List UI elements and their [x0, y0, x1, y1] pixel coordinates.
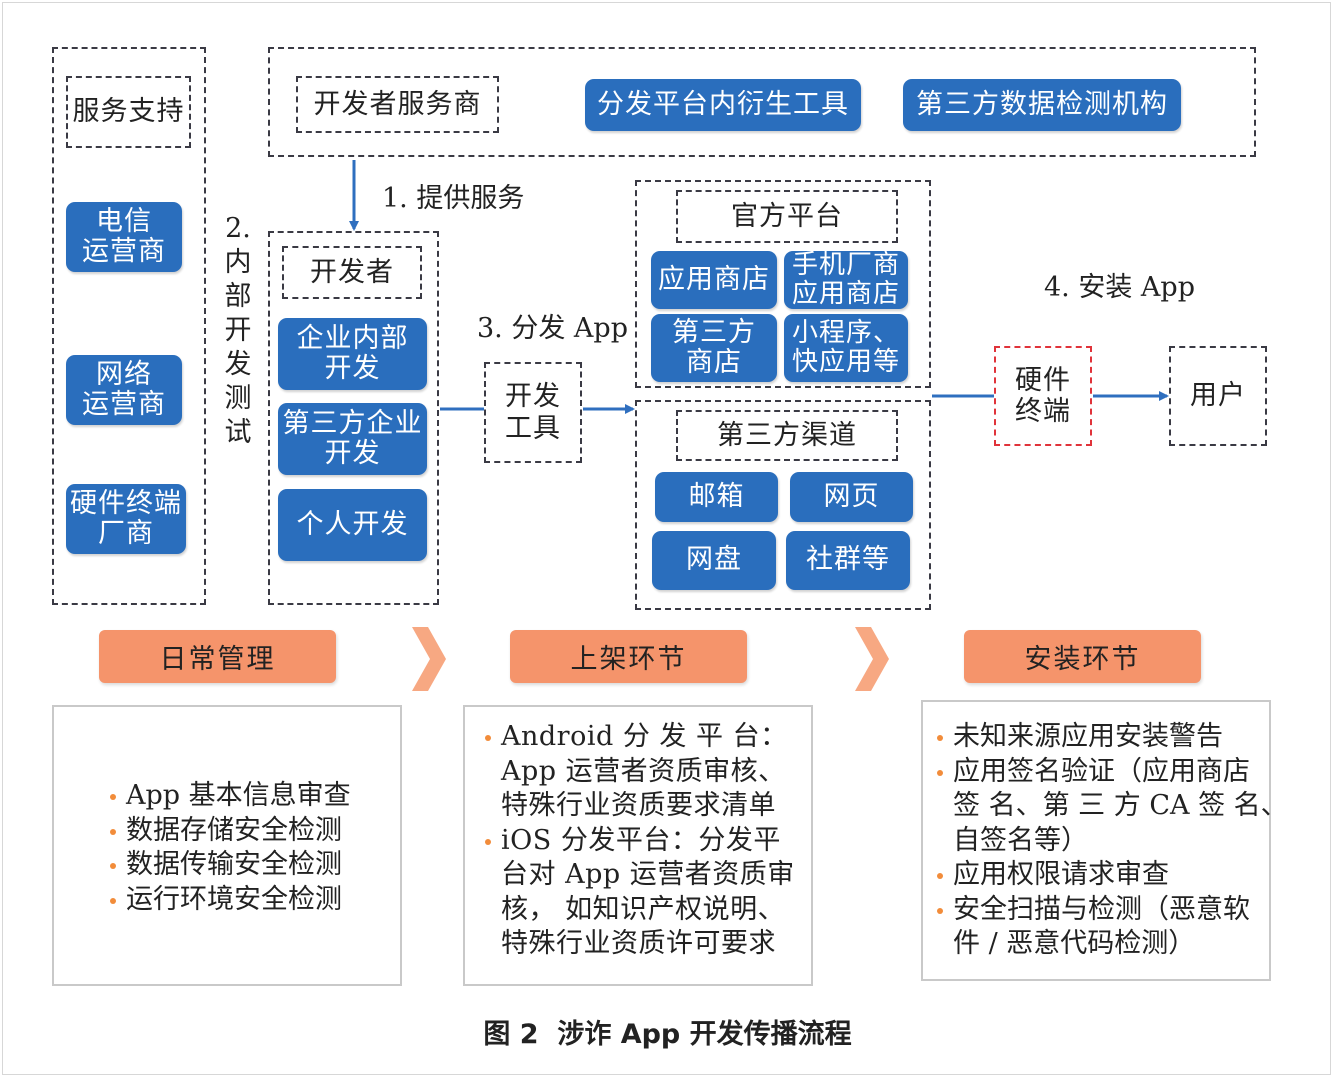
list-item: 未知来源应用安装警告 — [935, 720, 1288, 755]
step-text-char: 2. — [225, 213, 251, 244]
list-item: 数据传输安全检测 — [108, 848, 351, 883]
daily-details-list: App 基本信息审查 数据存储安全检测 数据传输安全检测 运行环境安全检测 — [108, 779, 351, 917]
enterprise-internal-dev-box: 企业内部 开发 — [278, 318, 427, 390]
mini-program-box: 小程序、 快应用等 — [784, 314, 908, 382]
step-text-char: 内 — [224, 247, 252, 278]
hardware-vendor-box: 硬件终端 厂商 — [66, 484, 186, 554]
developer-panel — [268, 231, 439, 605]
service-support-panel — [52, 47, 206, 605]
step-provide-service: 1. 提供服务 — [382, 183, 525, 214]
network-operator-box: 网络 运营商 — [66, 355, 182, 425]
third-party-testing-box: 第三方数据检测机构 — [903, 79, 1181, 131]
service-support-title: 服务支持 — [66, 76, 191, 148]
developer-title: 开发者 — [282, 246, 422, 299]
list-item: 应用权限请求审查 — [935, 858, 1288, 893]
list-item: 数据存储安全检测 — [108, 814, 351, 849]
telecom-operator-box: 电信 运营商 — [66, 202, 182, 272]
install-details-list: 未知来源应用安装警告 应用签名验证（应用商店 签 名、第 三 方 CA 签 名、… — [935, 720, 1288, 962]
app-store-box: 应用商店 — [651, 251, 777, 309]
derived-tools-box: 分发平台内衍生工具 — [585, 79, 861, 131]
figure-caption: 图 2 涉诈 App 开发传播流程 — [483, 1019, 852, 1050]
web-page-box: 网页 — [790, 472, 913, 522]
developer-service-provider-label: 开发者服务商 — [296, 76, 499, 133]
third-party-store-box: 第三方 商店 — [651, 314, 777, 382]
list-item: App 基本信息审查 — [108, 779, 351, 814]
step-internal-dev-test: 2. 内 部 开 发 测 试 — [222, 212, 254, 450]
listing-details-list: Android 分 发 平 台： App 运营者资质审核、 特殊行业资质要求清单… — [483, 720, 795, 962]
step-install-app: 4. 安装 App — [1044, 272, 1195, 303]
chevron-icon — [412, 627, 446, 691]
service-provider-panel — [268, 47, 1256, 157]
user-box: 用户 — [1169, 346, 1267, 446]
install-details-box: 未知来源应用安装警告 应用签名验证（应用商店 签 名、第 三 方 CA 签 名、… — [921, 700, 1288, 981]
step-text-char: 开 — [224, 315, 252, 346]
third-party-enterprise-dev-box: 第三方企业 开发 — [278, 403, 427, 475]
step-text-char: 试 — [224, 417, 252, 448]
email-box: 邮箱 — [655, 472, 778, 522]
cloud-drive-box: 网盘 — [652, 531, 776, 590]
official-platform-title: 官方平台 — [676, 190, 898, 243]
third-party-channels-title: 第三方渠道 — [676, 410, 898, 461]
official-platform-panel — [635, 180, 931, 388]
personal-dev-box: 个人开发 — [278, 489, 427, 561]
hardware-terminal-box: 硬件 终端 — [994, 346, 1092, 446]
list-item: 运行环境安全检测 — [108, 883, 351, 918]
listing-details-box: Android 分 发 平 台： App 运营者资质审核、 特殊行业资质要求清单… — [463, 705, 813, 986]
daily-details-box: App 基本信息审查 数据存储安全检测 数据传输安全检测 运行环境安全检测 — [52, 705, 402, 986]
step-text-char: 测 — [224, 383, 252, 414]
step-text-char: 部 — [224, 281, 252, 312]
phase-listing: 上架环节 — [510, 630, 747, 683]
third-party-channels-panel — [635, 400, 931, 610]
list-item: 安全扫描与检测（恶意软 件 / 恶意代码检测） — [935, 893, 1288, 962]
social-groups-box: 社群等 — [786, 531, 910, 590]
chevron-icon — [855, 627, 889, 691]
phase-installation: 安装环节 — [964, 630, 1201, 683]
list-item: Android 分 发 平 台： App 运营者资质审核、 特殊行业资质要求清单 — [483, 720, 795, 824]
phone-vendor-store-box: 手机厂商 应用商店 — [784, 250, 908, 309]
list-item: 应用签名验证（应用商店 签 名、第 三 方 CA 签 名、 自签名等） — [935, 755, 1288, 859]
step-distribute-app: 3. 分发 App — [477, 313, 628, 344]
list-item: iOS 分发平台：分发平 台对 App 运营者资质审 核， 如知识产权说明、 特… — [483, 824, 795, 962]
phase-daily-management: 日常管理 — [99, 630, 336, 683]
step-text-char: 发 — [224, 349, 252, 380]
dev-tools-box: 开发 工具 — [484, 362, 582, 463]
